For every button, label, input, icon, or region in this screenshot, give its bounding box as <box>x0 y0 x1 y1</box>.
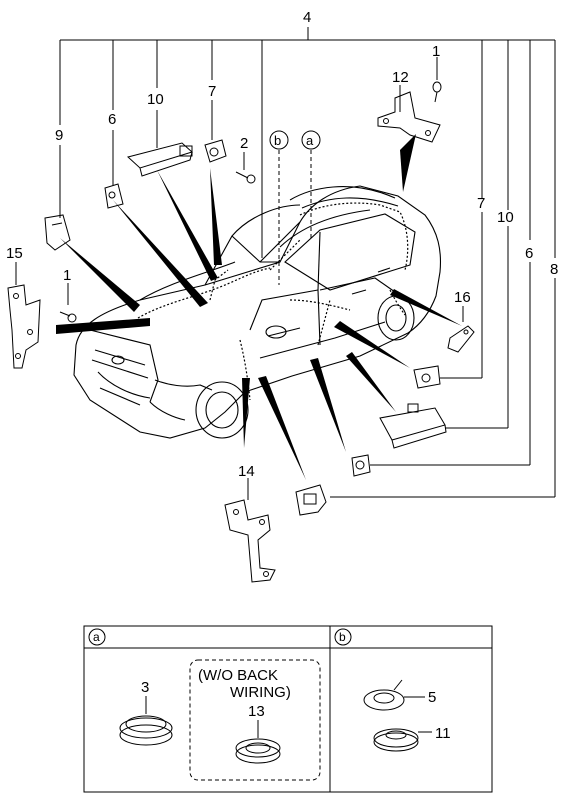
part-6-connector <box>104 183 124 209</box>
callout-14: 14 <box>238 463 255 480</box>
table-note-line2: WIRING) <box>230 684 291 701</box>
part-14-bracket <box>224 499 276 583</box>
table-callout-3: 3 <box>141 679 149 696</box>
part-16-bracket <box>447 325 475 353</box>
callout-7-right: 7 <box>477 195 485 212</box>
callout-15: 15 <box>6 245 23 262</box>
ref-label-b: b <box>274 133 281 148</box>
vehicle-outline <box>73 185 442 439</box>
callout-1-top: 1 <box>432 43 440 60</box>
callout-4: 4 <box>303 9 311 26</box>
part-7-right <box>413 365 441 389</box>
table-callout-11: 11 <box>435 725 451 742</box>
part-9-connector <box>44 214 71 251</box>
part-7-connector <box>204 139 227 163</box>
callout-7-top: 7 <box>208 83 216 100</box>
table-note-line1: (W/O BACK <box>198 667 278 684</box>
wiring-harness <box>137 202 409 401</box>
ref-circle-b <box>269 130 289 150</box>
detail-table-labels: a b (W/O BACK WIRING) 3 13 5 11 <box>93 630 451 742</box>
table-callout-5: 5 <box>428 689 436 706</box>
table-col-a: a <box>93 630 100 644</box>
callout-9: 9 <box>55 127 63 144</box>
part-10-connector <box>126 142 193 177</box>
callout-6-right: 6 <box>525 245 533 262</box>
callout-labels: 4 1 12 7 10 6 9 2 b a 7 10 6 8 15 1 16 1… <box>6 9 558 480</box>
part-15-bracket <box>7 284 41 369</box>
part-12-bracket <box>377 91 441 143</box>
callout-10-right: 10 <box>497 209 514 226</box>
table-col-b: b <box>339 630 346 644</box>
part-1-bolt-left <box>59 311 77 323</box>
callout-6-top: 6 <box>108 111 116 128</box>
part-1-bolt <box>432 81 442 103</box>
part-2-clip <box>235 171 256 184</box>
part-6-right <box>351 454 371 477</box>
callout-1-left: 1 <box>63 267 71 284</box>
callout-2: 2 <box>240 135 248 152</box>
part-10-right <box>379 403 447 449</box>
wedge-pointers <box>56 134 462 480</box>
callout-4-bracket <box>59 27 556 258</box>
detail-table <box>83 625 493 793</box>
callout-12: 12 <box>392 69 409 86</box>
ref-circle-a <box>301 130 321 150</box>
callout-16: 16 <box>454 289 471 306</box>
right-leaders <box>330 212 556 498</box>
table-callout-13: 13 <box>248 703 265 720</box>
callout-8: 8 <box>550 261 558 278</box>
callout-10-top: 10 <box>147 91 164 108</box>
ref-label-a: a <box>306 133 314 148</box>
part-8-right <box>295 484 327 516</box>
